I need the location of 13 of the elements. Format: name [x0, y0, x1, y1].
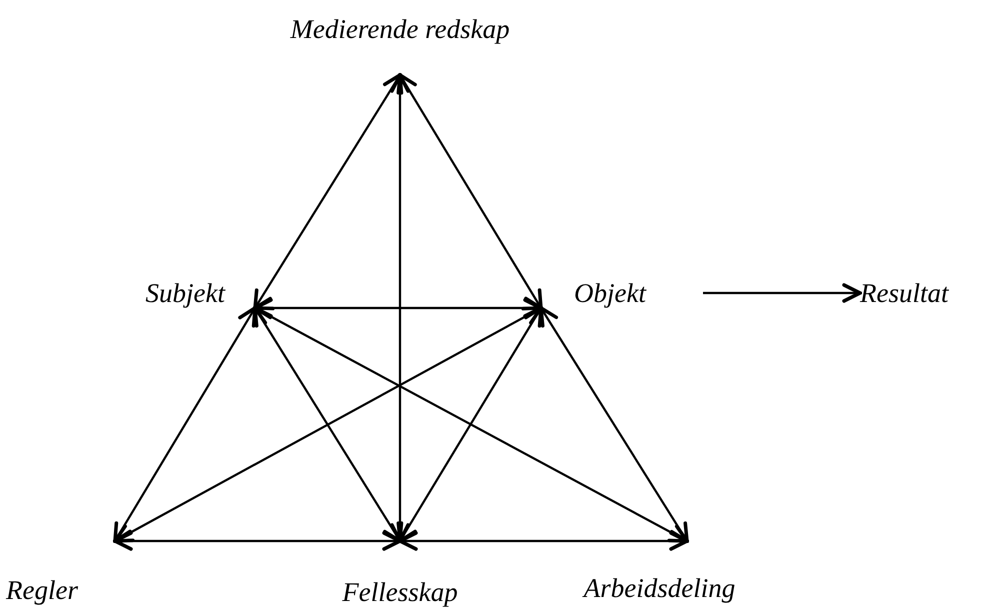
vertex-label: Objekt	[574, 278, 646, 308]
vertex-label: Medierende redskap	[290, 14, 510, 44]
vertex-label: Regler	[6, 575, 78, 605]
arrow	[703, 283, 862, 303]
double-arrow	[253, 298, 543, 318]
double-arrow	[398, 531, 689, 551]
double-arrow	[113, 531, 402, 551]
double-arrow	[539, 306, 689, 543]
vertex-label: Resultat	[860, 278, 948, 308]
vertex-label: Fellesskap	[342, 577, 458, 607]
vertex-label: Subjekt	[146, 278, 225, 308]
vertex-label: Arbeidsdeling	[584, 573, 736, 603]
double-arrow	[113, 306, 257, 543]
